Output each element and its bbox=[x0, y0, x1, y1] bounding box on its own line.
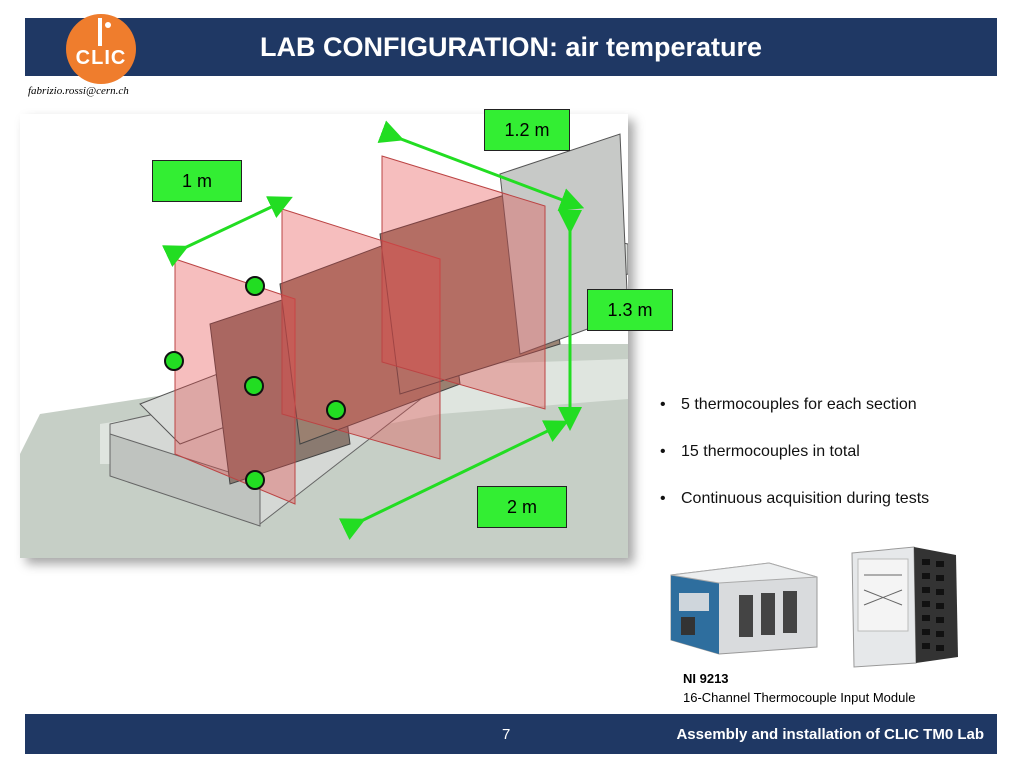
author-email: fabrizio.rossi@cern.ch bbox=[28, 85, 129, 97]
dimension-label-1m: 1 m bbox=[152, 160, 242, 202]
ni-9213-module-image bbox=[851, 546, 958, 668]
header-bar: LAB CONFIGURATION: air temperature bbox=[25, 18, 997, 76]
bullet-item: Continuous acquisition during tests bbox=[660, 490, 929, 537]
page-number: 7 bbox=[502, 726, 511, 743]
hardware-title: NI 9213 bbox=[683, 671, 729, 686]
clic-logo: CLIC bbox=[66, 14, 136, 84]
footer-bar bbox=[25, 714, 997, 754]
lab-configuration-image bbox=[20, 114, 628, 558]
ni-chassis-image bbox=[670, 562, 818, 655]
footer-title: Assembly and installation of CLIC TM0 La… bbox=[676, 726, 984, 743]
svg-text:CLIC: CLIC bbox=[76, 47, 127, 69]
bullet-item: 5 thermocouples for each section bbox=[660, 396, 929, 443]
bullet-list: 5 thermocouples for each section 15 ther… bbox=[660, 396, 929, 537]
dimension-label-2m: 2 m bbox=[477, 486, 567, 528]
dimension-label-1-2m: 1.2 m bbox=[484, 109, 570, 151]
bullet-item: 15 thermocouples in total bbox=[660, 443, 929, 490]
hardware-subtitle: 16-Channel Thermocouple Input Module bbox=[683, 690, 916, 705]
slide-title: LAB CONFIGURATION: air temperature bbox=[259, 32, 763, 62]
dimension-label-1-3m: 1.3 m bbox=[587, 289, 673, 331]
